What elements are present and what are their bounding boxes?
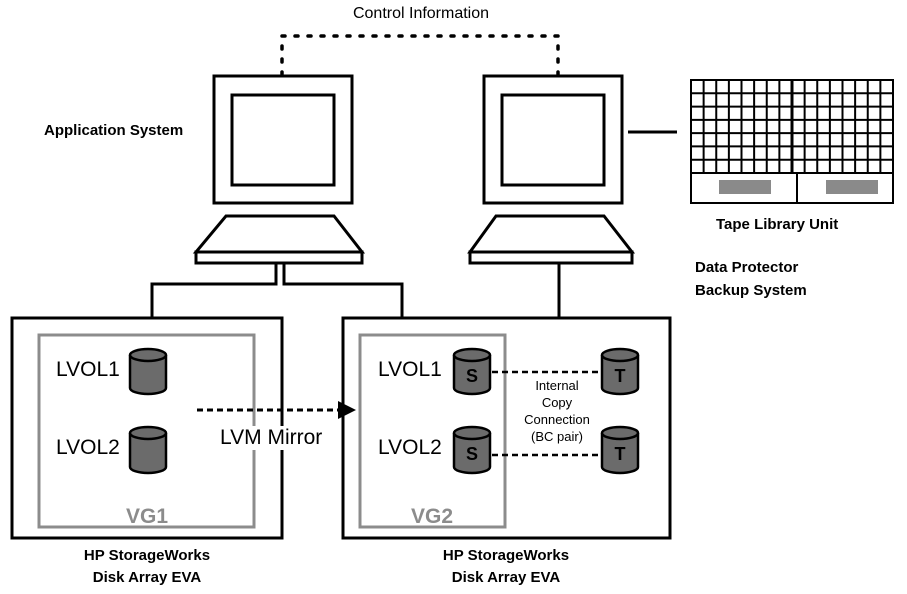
left-array-caption-line2: Disk Array EVA	[92, 569, 202, 586]
control-info-link	[280, 34, 560, 76]
host-to-array-links	[150, 263, 561, 318]
right-lvol1-label: LVOL1	[378, 358, 442, 381]
tape-library-unit-label: Tape Library Unit	[716, 216, 839, 233]
internal-copy-line2: Copy	[541, 395, 573, 410]
left-volume-group-label: VG1	[126, 505, 169, 528]
target-marker-2: T	[614, 444, 626, 464]
left-lvol2-label: LVOL2	[56, 436, 120, 459]
source-marker-2: S	[465, 444, 478, 464]
application-system-label: Application System	[44, 122, 184, 139]
left-lvol1-label: LVOL1	[56, 358, 120, 381]
right-volume-group-label: VG2	[411, 505, 454, 528]
source-marker-1: S	[465, 366, 478, 386]
right-array-caption-line2: Disk Array EVA	[451, 569, 561, 586]
internal-copy-line4: (BC pair)	[530, 429, 583, 444]
backup-system-label-line2: Backup System	[695, 282, 807, 299]
target-disk-2-icon	[600, 425, 640, 475]
control-information-label: Control Information	[352, 5, 490, 22]
backup-system-label-line1: Data Protector	[695, 259, 799, 276]
internal-copy-line1: Internal	[535, 378, 579, 393]
lvm-mirror-arrow	[197, 401, 356, 419]
application-system-computer-icon	[192, 74, 366, 265]
internal-copy-line3: Connection	[524, 412, 590, 427]
right-lvol2-source-disk-icon	[452, 425, 492, 475]
left-lvol2-disk-icon	[128, 425, 168, 475]
target-marker-1: T	[614, 366, 626, 386]
target-disk-1-icon	[600, 347, 640, 396]
right-lvol2-label: LVOL2	[378, 436, 442, 459]
backup-system-computer-icon	[467, 74, 636, 265]
left-array-caption-line1: HP StorageWorks	[83, 547, 211, 564]
lvm-mirror-label: LVM Mirror	[220, 426, 323, 450]
tape-library-icon	[690, 79, 894, 204]
bc-pair-links	[492, 370, 600, 457]
right-lvol1-source-disk-icon	[452, 347, 492, 396]
left-lvol1-disk-icon	[128, 347, 168, 396]
right-array-caption-line1: HP StorageWorks	[442, 547, 570, 564]
internal-copy-label: Internal Copy Connection (BC pair)	[520, 377, 594, 445]
